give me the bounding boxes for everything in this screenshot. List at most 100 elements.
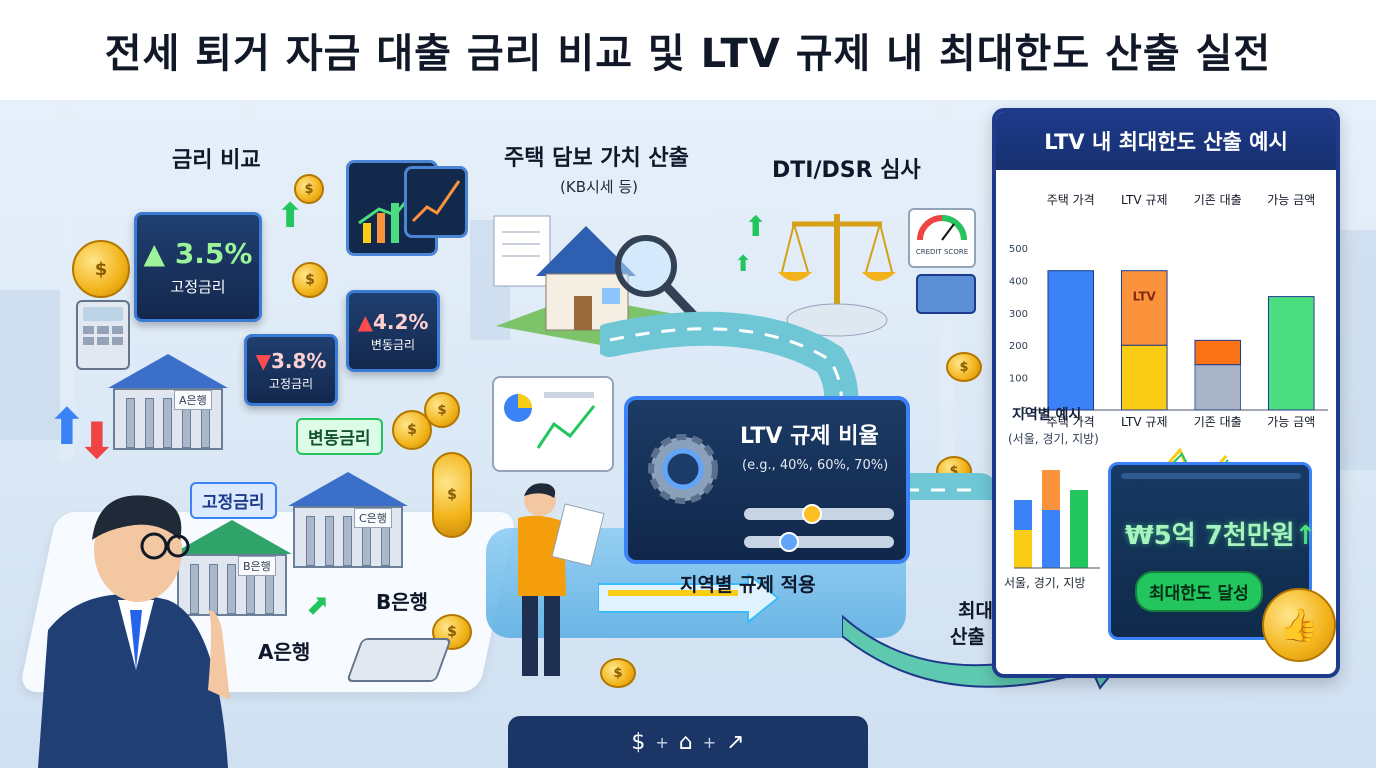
y-tick-label: 0: [1022, 406, 1028, 417]
bar-segment: [1120, 270, 1168, 346]
rate-value: ▲4.2%: [357, 309, 429, 334]
ltv-slider-2[interactable]: [744, 536, 894, 548]
x-tick-label: 주택 가격: [1047, 415, 1095, 429]
bank-building-a: A은행: [108, 354, 228, 450]
coin-icon: $: [424, 392, 460, 428]
arrow-up-icon: ⬆: [734, 252, 753, 277]
x-tick-label: LTV 규제: [1121, 415, 1167, 429]
y-tick-label: 400: [1009, 276, 1028, 287]
pie-chart-icon: [504, 392, 596, 449]
bank-roof: [288, 472, 408, 506]
person-illustration: [518, 483, 605, 676]
ltv-ratio-sub: (e.g., 40%, 60%, 70%): [742, 458, 889, 473]
arrow-up-icon: ⬆: [276, 196, 305, 236]
x-tick-label: 가능 금액: [1267, 415, 1315, 429]
title-bar: 전세 퇴거 자금 대출 금리 비교 및 LTV 규제 내 최대한도 산출 실전: [0, 0, 1376, 100]
growth-chart-icon: ↗: [726, 729, 745, 755]
rate-value: ▲ 3.5%: [143, 237, 253, 270]
rate-value: ▼3.8%: [255, 348, 327, 373]
bank-sign: A은행: [174, 390, 212, 410]
bar-segment: [1194, 339, 1242, 366]
region-axis-label: 서울, 경기, 지방: [1004, 576, 1086, 590]
bank-building-c: C은행: [288, 472, 408, 568]
scale-icon: [778, 214, 896, 337]
person-reviewer: [504, 478, 614, 688]
arrow-down-icon: ▼: [255, 348, 271, 373]
rate-card-fixed-2: ▼3.8% 고정금리: [244, 334, 338, 406]
y-tick-label: 500: [1009, 244, 1028, 255]
calculator-icon: [345, 638, 453, 682]
analysis-tablet: [492, 376, 614, 472]
arrow-up-icon: ⬈: [306, 588, 330, 621]
rate-kind: 고정금리: [170, 278, 226, 296]
bank-roof: [172, 520, 292, 554]
rate-compare-heading: 금리 비교: [172, 148, 261, 173]
bar-inner-label: LTV: [1133, 290, 1157, 304]
house-dollar-icon: ⌂: [678, 729, 693, 755]
trend-line-icon: [411, 180, 461, 223]
house-valuation-sub: (KB시세 등): [560, 178, 638, 196]
bar-segment: [1047, 270, 1095, 411]
bar-top-label: 주택 가격: [1047, 193, 1095, 207]
bar-segment: [1267, 296, 1315, 411]
city-building: [0, 290, 60, 440]
house-illustration: [486, 196, 716, 356]
rate-card-fixed-1: ▲ 3.5% 고정금리: [134, 212, 262, 322]
y-tick-label: 300: [1009, 309, 1028, 320]
rate-trend-chart-2: [404, 166, 468, 238]
ltv-ratio-board: LTV 규제 비율 (e.g., 40%, 60%, 70%): [624, 396, 910, 564]
coin-icon: $: [600, 658, 636, 688]
region-arrow: [597, 571, 780, 644]
plus-icon: +: [655, 732, 669, 752]
bar-segment: [1120, 344, 1168, 411]
gauge-icon: [917, 215, 967, 241]
ltv-panel-header: LTV 내 최대한도 산출 예시: [996, 112, 1336, 170]
arrow-up-icon: ⬆: [744, 210, 768, 243]
house-valuation-heading: 주택 담보 가치 산출: [504, 146, 689, 171]
x-tick-label: 기존 대출: [1194, 415, 1242, 429]
thumbs-up-icon: 👍: [1262, 588, 1336, 662]
bar-top-label: LTV 규제: [1121, 193, 1167, 207]
region-mini-chart: [1014, 470, 1100, 569]
bar-top-label: 가능 금액: [1267, 193, 1315, 207]
bar-segment: [1194, 364, 1242, 411]
window-frame: [60, 100, 74, 460]
achieve-badge: 최대한도 달성: [1135, 571, 1263, 612]
person-analyst: [18, 470, 258, 768]
max-amount: ₩5억 7천만원↑: [1125, 521, 1317, 551]
bank-roof: [108, 354, 228, 388]
coin-icon: $: [292, 262, 328, 298]
coin-stack-icon: $: [432, 452, 472, 538]
bar-top-label: 기존 대출: [1194, 193, 1242, 207]
gear-icon: [648, 434, 718, 504]
city-building: [1340, 230, 1376, 470]
house-icon: [493, 215, 704, 346]
arrow-up-icon: ▲: [143, 237, 166, 270]
arrow-up-icon: ⬆: [46, 398, 88, 456]
person-illustration: [38, 495, 230, 768]
y-tick-label: 200: [1009, 341, 1028, 352]
plus-icon: +: [702, 732, 717, 752]
arrow-down-icon: ⬇: [76, 412, 118, 470]
bank-building-b: B은행: [172, 520, 292, 616]
ltv-slider-1-knob[interactable]: [801, 504, 822, 524]
arrow-right-icon: [597, 571, 780, 625]
rate-kind: 변동금리: [370, 337, 416, 352]
arrow-up-icon: ▲: [357, 309, 373, 334]
page-title: 전세 퇴거 자금 대출 금리 비교 및 LTV 규제 내 최대한도 산출 실전: [104, 31, 1272, 77]
ltv-slider-2-knob[interactable]: [779, 532, 799, 552]
card-header-bar: [1121, 473, 1301, 479]
scale-illustration: [772, 194, 902, 344]
arrow-up-icon: ↑: [1294, 521, 1317, 551]
coin-icon: $: [946, 352, 982, 382]
coin-icon: $: [72, 240, 130, 298]
tag-fixed-rate: 고정금리: [190, 482, 277, 519]
dti-dsr-heading: DTI/DSR 심사: [772, 158, 921, 183]
bank-body: [177, 554, 287, 616]
ltv-ratio-title: LTV 규제 비율: [740, 424, 879, 449]
region-sub: (서울, 경기, 지방): [1008, 432, 1099, 446]
rate-card-variable: ▲4.2% 변동금리: [346, 290, 440, 372]
region-apply-label: 지역별 규제 적용: [680, 574, 816, 596]
tag-variable-rate: 변동금리: [296, 418, 383, 455]
bank-body: [113, 388, 223, 450]
